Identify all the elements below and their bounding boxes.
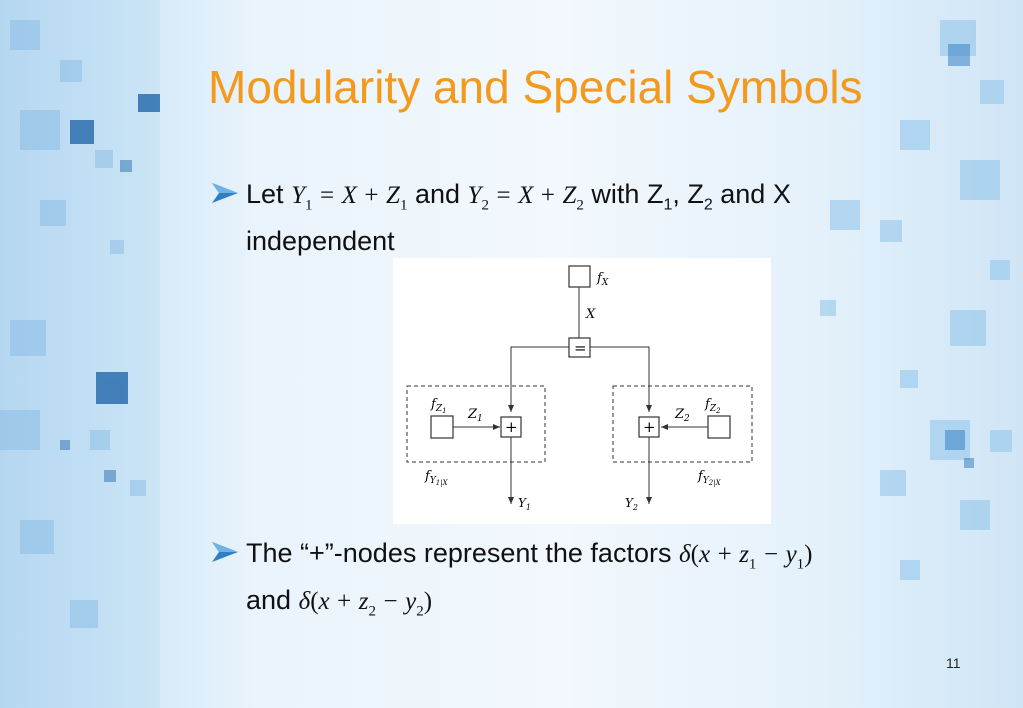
bullet-independence: Let Y1 = X + Z1 and Y2 = X + Z2 with Z1,…: [210, 176, 1000, 259]
y1-label: Y1: [518, 496, 531, 512]
z2-label: Z2: [674, 407, 690, 424]
fx-factor-node: [568, 265, 591, 288]
left-dashed-box: [406, 385, 546, 463]
left-plus-symbol: +: [505, 418, 518, 436]
bullet-arrow-icon: [212, 542, 238, 562]
and-x-text: and X: [720, 179, 791, 209]
fz2-label: fZ2: [704, 397, 721, 415]
factor-delta-1: δ(x + z1 − y1): [678, 541, 813, 573]
with-text: with Z: [591, 179, 664, 209]
fz1-factor-node: [430, 415, 454, 439]
edge-to-left-plus: [508, 346, 569, 412]
bullet-arrow-icon: [212, 183, 238, 203]
let-word: Let: [246, 179, 284, 209]
factors-text: The “+”-nodes represent the factors: [246, 538, 672, 568]
fx-label: fX: [596, 271, 609, 288]
bullet-factors: The “+”-nodes represent the factors δ(x …: [210, 535, 1000, 630]
y2-label: Y2: [625, 496, 638, 512]
equation-y2: Y2 = X + Z2: [467, 182, 584, 214]
factor-delta-2: δ(x + z2 − y2): [298, 588, 433, 620]
factor-graph-figure: fX X = fZ1 Z1 + fY1|X Y1 fZ2 Z2 + fY2|X …: [393, 258, 771, 524]
fy2-label: fY2|X: [697, 469, 722, 487]
fz1-label: fZ1: [430, 397, 447, 415]
and-word-2: and: [246, 585, 292, 616]
z1-label: Z1: [467, 407, 483, 424]
fy1-label: fY1|X: [424, 469, 449, 487]
right-dashed-box: [612, 385, 753, 463]
independent-word: independent: [246, 226, 395, 257]
slide-number: 11: [946, 655, 961, 671]
and-word: and: [414, 179, 461, 209]
fz2-factor-node: [707, 415, 731, 439]
edge-to-right-plus: [590, 346, 652, 412]
equation-y1: Y1 = X + Z1: [291, 182, 408, 214]
edge-x-label: X: [585, 307, 596, 322]
equality-symbol: =: [574, 339, 587, 357]
factor-graph: fX X = fZ1 Z1 + fY1|X Y1 fZ2 Z2 + fY2|X …: [406, 265, 753, 512]
slide-title: Modularity and Special Symbols: [208, 61, 863, 113]
right-plus-symbol: +: [643, 418, 656, 436]
